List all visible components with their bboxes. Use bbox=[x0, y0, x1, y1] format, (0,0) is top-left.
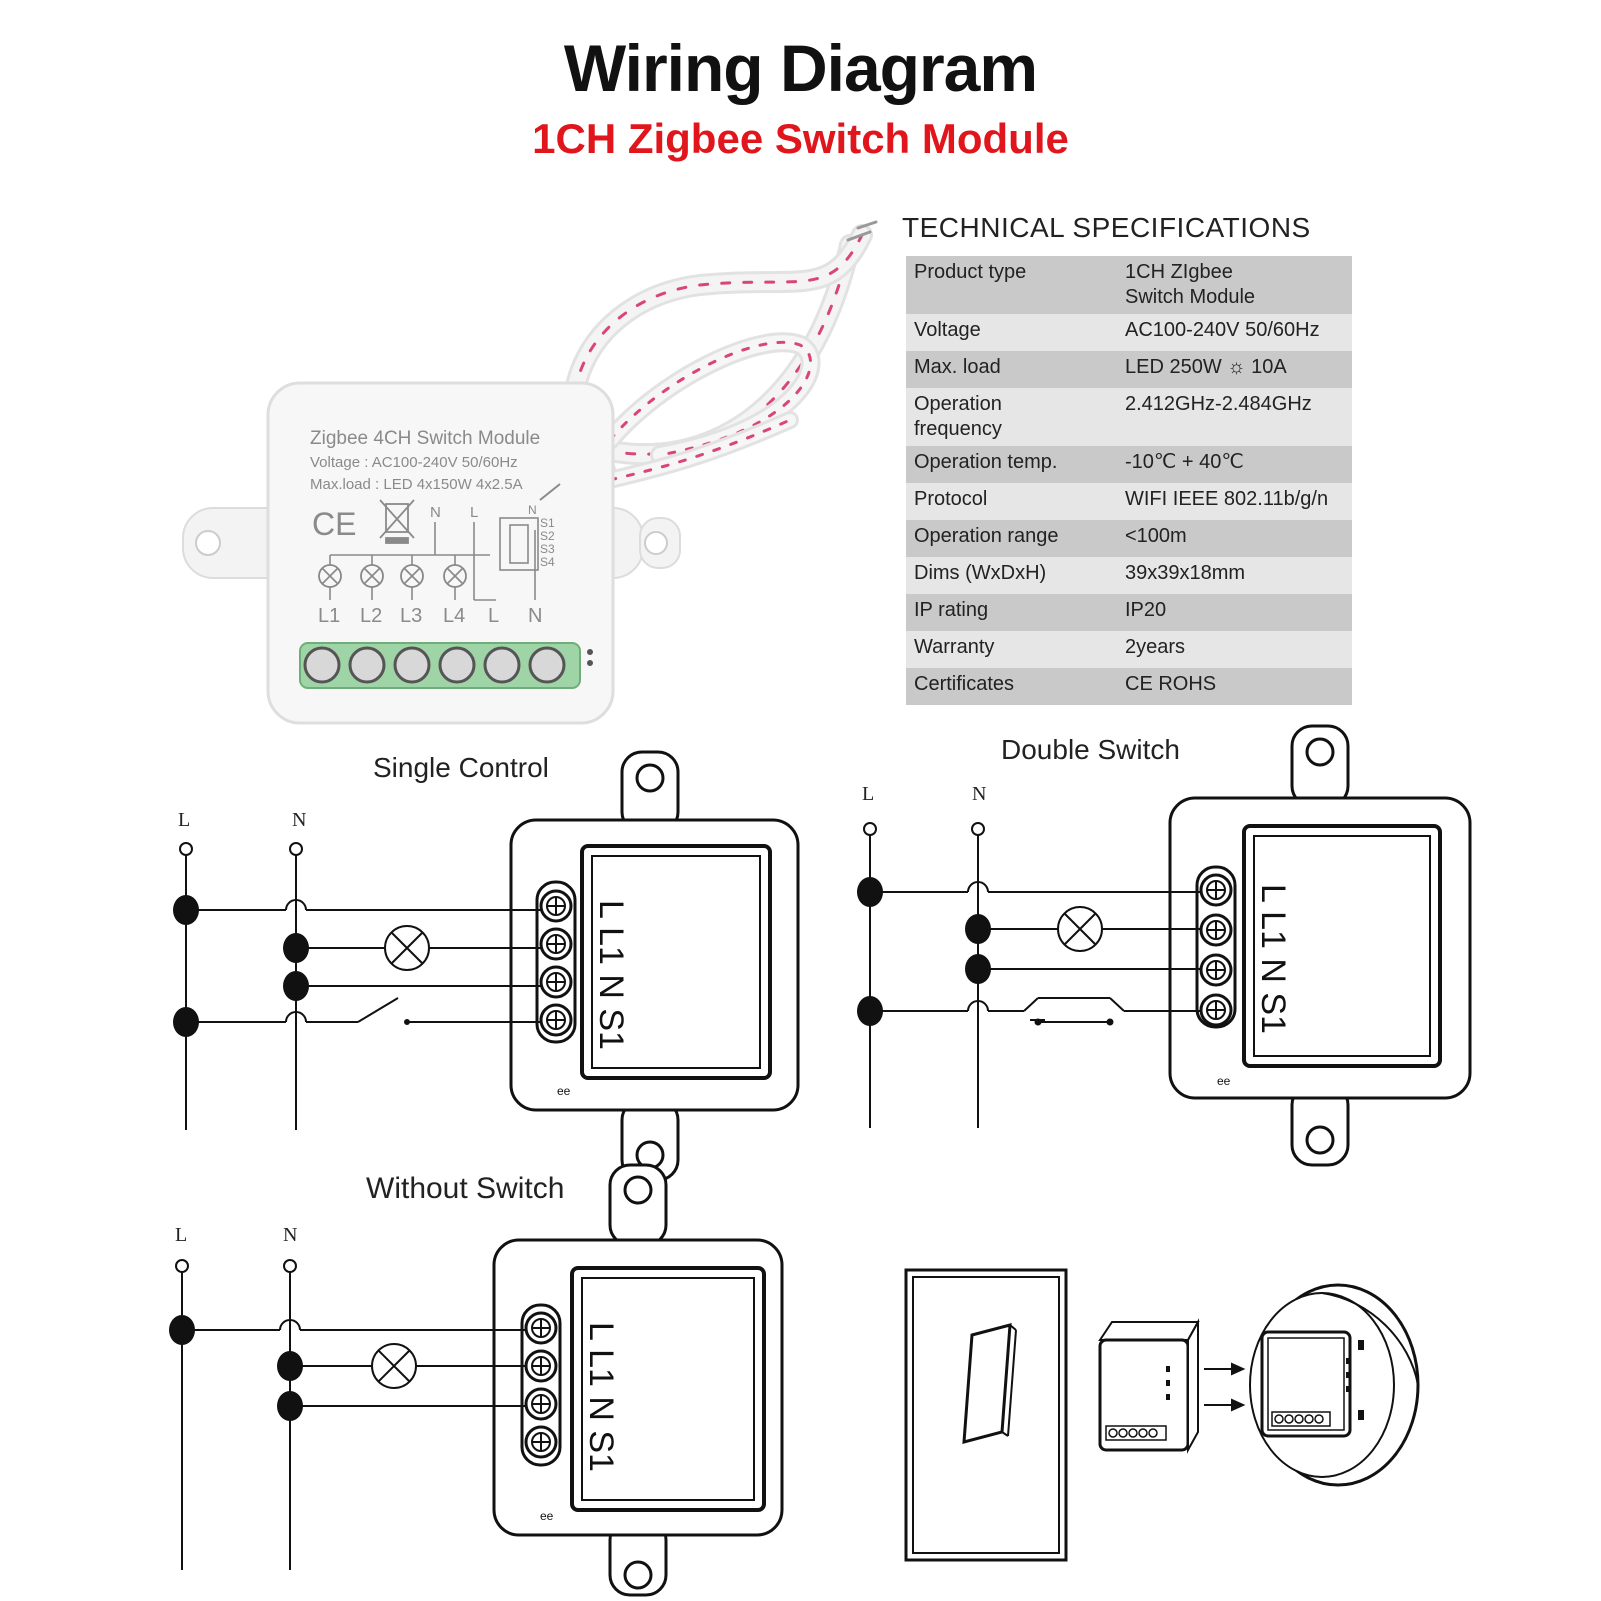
spec-key: Dims (WxDxH) bbox=[906, 557, 1117, 594]
single-control-diagram: L N L L1 N S1 ee bbox=[173, 750, 800, 1182]
spec-value: AC100-240V 50/60Hz bbox=[1117, 314, 1352, 351]
spec-row: Dims (WxDxH)39x39x18mm bbox=[906, 557, 1352, 594]
spec-key: Max. load bbox=[906, 351, 1117, 388]
spec-value: -10℃ + 40℃ bbox=[1117, 446, 1352, 483]
label-line1: Zigbee 4CH Switch Module bbox=[310, 428, 540, 449]
label-bottom-l3: L3 bbox=[400, 605, 422, 627]
label-line2: Voltage : AC100-240V 50/60Hz bbox=[310, 454, 518, 471]
spec-value: 39x39x18mm bbox=[1117, 557, 1352, 594]
terminal-screws bbox=[303, 646, 566, 684]
without-switch-label: Without Switch bbox=[366, 1172, 565, 1205]
weee-bin-icon bbox=[379, 499, 415, 544]
spec-value: IP20 bbox=[1117, 594, 1352, 631]
double-switch-diagram: L N L L1 N S1 ee bbox=[857, 724, 1472, 1167]
single-control-label: Single Control bbox=[373, 752, 549, 783]
wall-switch-icon bbox=[904, 1268, 1068, 1562]
label-switch-s2: S2 bbox=[540, 529, 555, 543]
ce-mark: CE bbox=[312, 506, 356, 542]
arrow-icon bbox=[539, 483, 561, 501]
small-module-icon bbox=[1098, 1318, 1200, 1454]
label-switch-s4: S4 bbox=[540, 555, 555, 569]
single-line-n-label: N bbox=[292, 809, 306, 831]
without-line-l-label: L bbox=[175, 1224, 187, 1246]
label-top-terminal-n: N bbox=[430, 504, 441, 521]
installation-illustration bbox=[904, 1268, 1420, 1562]
spec-value: 2years bbox=[1117, 631, 1352, 668]
spec-value: LED 250W ☼ 10A bbox=[1117, 351, 1352, 388]
double-switch-label: Double Switch bbox=[1001, 734, 1180, 765]
spec-value: 2.412GHz-2.484GHz bbox=[1117, 388, 1352, 446]
spec-key: Operation temp. bbox=[906, 446, 1117, 483]
module-body bbox=[266, 381, 615, 725]
without-switch-diagram: L N L L1 N S1 ee bbox=[169, 1163, 784, 1597]
label-bottom-l1: L1 bbox=[318, 605, 340, 627]
spec-value: <100m bbox=[1117, 520, 1352, 557]
label-schematic bbox=[329, 517, 539, 601]
label-switch-s1: S1 bbox=[540, 516, 555, 530]
label-bottom-n: N bbox=[528, 605, 542, 627]
insert-arrow-icon bbox=[1204, 1362, 1246, 1412]
without-terminal-labels: L L1 N S1 bbox=[582, 1322, 620, 1472]
label-bottom-l: L bbox=[488, 605, 499, 627]
label-bottom-l4: L4 bbox=[443, 605, 465, 627]
product-photo: Zigbee 4CH Switch Module Voltage : AC100… bbox=[182, 220, 878, 725]
single-line-l-label: L bbox=[178, 809, 190, 831]
spec-value: 1CH ZIgbee Switch Module bbox=[1117, 256, 1352, 314]
spec-key: Certificates bbox=[906, 668, 1117, 705]
spec-key: IP rating bbox=[906, 594, 1117, 631]
spec-key: Warranty bbox=[906, 631, 1117, 668]
page-title: Wiring Diagram bbox=[563, 31, 1038, 105]
spec-key: Operation range bbox=[906, 520, 1117, 557]
spec-value: CE ROHS bbox=[1117, 668, 1352, 705]
wall-box-icon bbox=[1249, 1283, 1420, 1487]
module-cables bbox=[563, 220, 878, 489]
label-bottom-l2: L2 bbox=[360, 605, 382, 627]
spec-value: WIFI IEEE 802.11b/g/n bbox=[1117, 483, 1352, 520]
mounting-hole-icon bbox=[195, 530, 221, 556]
double-line-l-label: L bbox=[862, 783, 874, 805]
specs-heading: TECHNICAL SPECIFICATIONS bbox=[902, 212, 1311, 243]
spec-key: Voltage bbox=[906, 314, 1117, 351]
svg-text:ee: ee bbox=[540, 1509, 554, 1523]
spec-key: Operation frequency bbox=[906, 388, 1117, 446]
double-terminal-labels: L L1 N S1 bbox=[1254, 884, 1292, 1034]
label-top-terminal-l: L bbox=[470, 504, 478, 521]
single-terminal-labels: L L1 N S1 bbox=[592, 900, 630, 1050]
page-subtitle: 1CH Zigbee Switch Module bbox=[532, 115, 1069, 162]
spec-row: Operation range<100m bbox=[906, 520, 1352, 557]
without-line-n-label: N bbox=[283, 1224, 297, 1246]
spec-key: Product type bbox=[906, 256, 1117, 314]
spec-key: Protocol bbox=[906, 483, 1117, 520]
label-line3: Max.load : LED 4x150W 4x2.5A bbox=[310, 476, 523, 493]
spec-row: Operation temp.-10℃ + 40℃ bbox=[906, 446, 1352, 483]
svg-text:ee: ee bbox=[557, 1084, 571, 1098]
svg-text:ee: ee bbox=[1217, 1074, 1231, 1088]
double-line-n-label: N bbox=[972, 783, 986, 805]
label-switch-n: N bbox=[528, 503, 537, 517]
label-switch-s3: S3 bbox=[540, 542, 555, 556]
